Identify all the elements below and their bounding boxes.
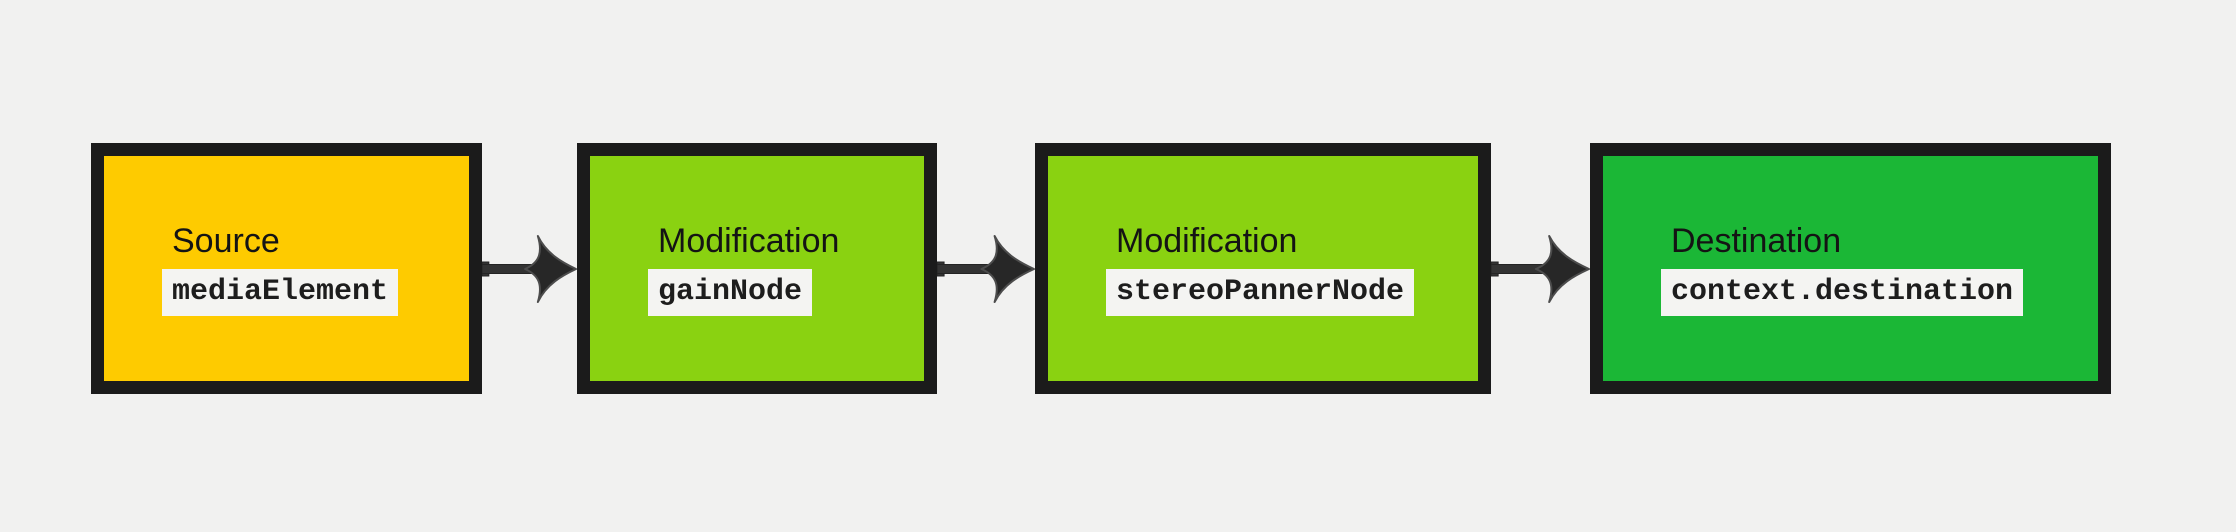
node-source: Source mediaElement — [91, 143, 482, 394]
node-modification-gain: Modification gainNode — [577, 143, 937, 394]
flow-row: Source mediaElement Modification gainNod… — [91, 143, 2111, 394]
node-label: Modification — [658, 221, 840, 260]
node-modification-panner: Modification stereoPannerNode — [1035, 143, 1491, 394]
node-code-chip: context.destination — [1661, 269, 2024, 317]
arrow-right-icon — [1491, 233, 1590, 305]
node-code-chip: gainNode — [648, 269, 813, 317]
node-label: Destination — [1671, 221, 1842, 260]
node-label: Modification — [1116, 221, 1298, 260]
node-label: Source — [172, 221, 280, 260]
node-code-chip: stereoPannerNode — [1106, 269, 1415, 317]
node-destination: Destination context.destination — [1590, 143, 2111, 394]
arrow-right-icon — [482, 233, 577, 305]
arrow-right-icon — [937, 233, 1035, 305]
node-code-chip: mediaElement — [162, 269, 399, 317]
